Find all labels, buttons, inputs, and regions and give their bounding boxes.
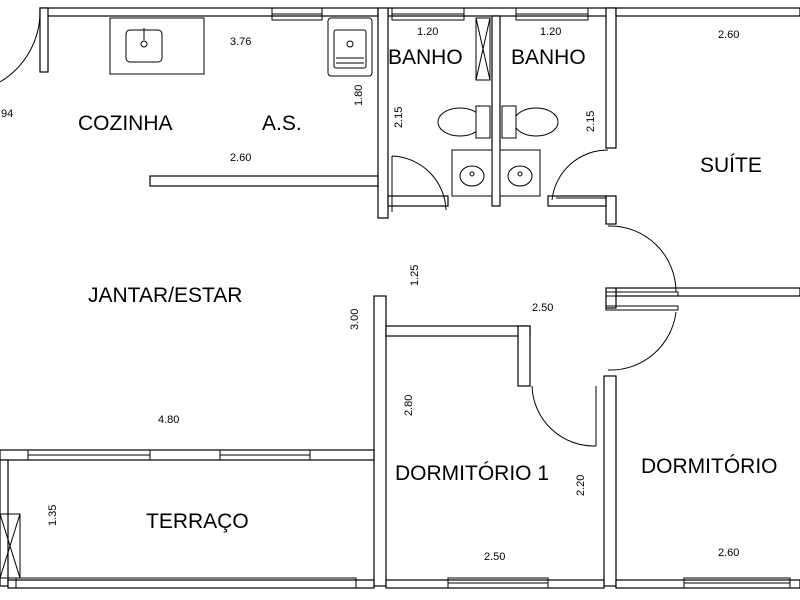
- dim-hall-width: 2.50: [532, 302, 553, 314]
- dim-cozinha-width: 3.76: [230, 36, 251, 48]
- room-label-cozinha: COZINHA: [78, 112, 173, 135]
- dim-banho-2-depth: 2.15: [585, 111, 597, 132]
- dimension-labels: 3.76 2.60 1.80 1.20 1.20 2.15 2.15 2.60 …: [0, 26, 739, 563]
- dim-jantar-width: 4.80: [158, 414, 179, 426]
- suite-door: [551, 149, 609, 201]
- dim-left-edge-partial: .94: [0, 108, 13, 120]
- dim-hall-depth: 1.25: [409, 265, 421, 286]
- dim-dorm-2-width: 2.60: [718, 547, 739, 559]
- room-label-dormitorio-1: DORMITÓRIO 1: [395, 462, 549, 485]
- dim-dorm-1-side: 2.20: [575, 475, 587, 496]
- room-label-jantar-estar: JANTAR/ESTAR: [88, 284, 242, 307]
- room-label-dormitorio-2: DORMITÓRIO: [641, 455, 778, 478]
- dim-banho-2-width: 1.20: [540, 26, 561, 38]
- dim-as-depth: 1.80: [353, 85, 365, 106]
- toilet-icon: [501, 105, 559, 139]
- dim-suite-width: 2.60: [718, 29, 739, 41]
- dorm-1-door: [531, 385, 597, 447]
- toilet-icon: [437, 105, 491, 139]
- dim-dorm-1-depth: 2.80: [403, 395, 415, 416]
- corridor-door-top: [607, 225, 677, 293]
- dim-cozinha-depth: 2.60: [230, 152, 251, 164]
- fixtures: [109, 17, 559, 197]
- bath-1-door: [391, 155, 447, 211]
- dim-banho-1-depth: 2.15: [393, 107, 405, 128]
- room-label-suite: SUÍTE: [700, 154, 762, 177]
- corridor-door-bottom: [607, 311, 677, 371]
- room-label-as: A.S.: [262, 112, 302, 135]
- room-label-terraco: TERRAÇO: [146, 510, 249, 533]
- room-label-banho-2: BANHO: [511, 46, 586, 69]
- kitchen-entry-door: [0, 9, 41, 83]
- doors: [0, 8, 679, 579]
- dim-jantar-depth: 3.00: [349, 309, 361, 330]
- dim-banho-1-width: 1.20: [417, 26, 438, 38]
- room-label-banho-1: BANHO: [388, 46, 463, 69]
- windows: [15, 7, 791, 589]
- dim-dorm-1-width: 2.50: [484, 551, 505, 563]
- dim-terraco-depth: 1.35: [47, 505, 59, 526]
- room-labels: COZINHA A.S. BANHO BANHO SUÍTE JANTAR/ES…: [78, 46, 778, 533]
